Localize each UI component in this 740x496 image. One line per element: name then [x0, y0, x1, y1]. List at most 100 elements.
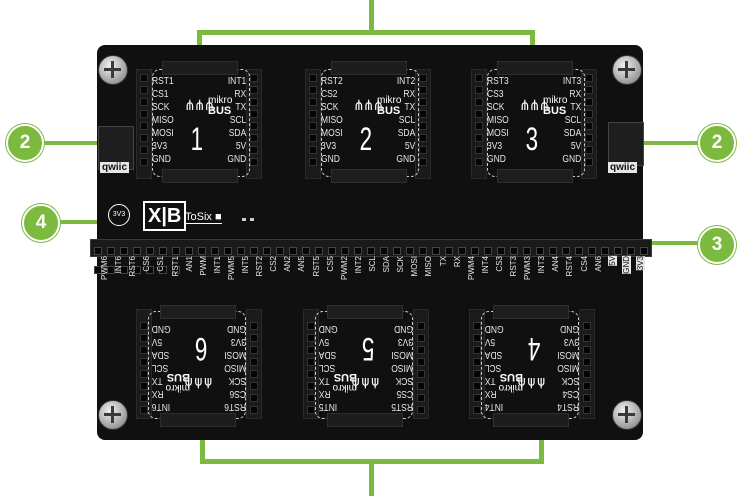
- socket-slot-bottom: [327, 305, 403, 319]
- pin-hole: [419, 146, 427, 154]
- pin-label: GND: [227, 154, 246, 165]
- pin-label: SCK: [561, 375, 579, 386]
- pin-hole: [473, 394, 481, 402]
- pin-hole: [307, 322, 315, 330]
- header-pin-label: RST4: [565, 256, 575, 277]
- callout-2-right: 2: [698, 124, 736, 162]
- header-pin: [133, 266, 141, 274]
- header-pin: [588, 247, 596, 255]
- header-pin-label: RX: [452, 256, 462, 268]
- pin-label: CS6: [229, 388, 246, 399]
- pin-hole: [250, 322, 258, 330]
- pin-label: GND: [487, 154, 506, 165]
- callout-line-bottom-stem: [369, 462, 374, 496]
- pin-hole: [250, 110, 258, 118]
- pin-hole: [140, 146, 148, 154]
- pin-hole: [307, 406, 315, 414]
- pin-label: MISO: [152, 115, 174, 126]
- socket-slot-top: [497, 61, 573, 75]
- pin-label: MISO: [321, 115, 343, 126]
- header-pin: [432, 247, 440, 255]
- qwiic-connector-right[interactable]: [608, 122, 644, 166]
- pin-label: SDA: [152, 349, 170, 360]
- pin-label: INT1: [227, 76, 246, 87]
- mikrobus-logo-text: mikro: [498, 382, 523, 393]
- pin-label: 5V: [570, 141, 581, 152]
- voltage-3v3-icon: 3V3: [108, 204, 130, 226]
- header-pin: [419, 247, 427, 255]
- pin-header[interactable]: [90, 239, 652, 274]
- header-pin-label: AN6: [593, 256, 603, 272]
- pin-label: MISO: [391, 362, 413, 373]
- pin-hole: [585, 122, 593, 130]
- pin-hole: [140, 358, 148, 366]
- pin-hole: [140, 406, 148, 414]
- pin-hole: [475, 98, 483, 106]
- header-pin: [107, 266, 115, 274]
- mikrobus-logo-bus: BUS: [166, 371, 190, 383]
- header-pin-label: INT4: [480, 256, 490, 274]
- pin-label: SCK: [228, 375, 246, 386]
- header-pin-label: PWM5: [226, 256, 236, 280]
- pin-hole: [307, 370, 315, 378]
- xb-logo: X|B ToSix ■: [143, 201, 222, 231]
- pin-hole: [140, 346, 148, 354]
- header-pin: [315, 247, 323, 255]
- header-pin-label: INT3: [537, 256, 547, 274]
- pin-hole: [250, 394, 258, 402]
- pin-label: SCL: [564, 115, 581, 126]
- pin-label: 3V3: [230, 336, 246, 347]
- pin-label: SDA: [397, 128, 415, 139]
- pin-hole: [309, 86, 317, 94]
- callout-line-top-stem: [369, 0, 374, 34]
- pin-label: 5V: [319, 336, 330, 347]
- pin-hole: [250, 86, 258, 94]
- pin-hole: [307, 382, 315, 390]
- pin-hole: [140, 322, 148, 330]
- pin-hole: [473, 370, 481, 378]
- pin-hole: [475, 110, 483, 118]
- header-pin: [302, 247, 310, 255]
- pin-label: 3V3: [563, 336, 579, 347]
- header-pin-label: INT1: [212, 256, 222, 274]
- mikrobus-icon: ⋔⋔⋔: [353, 97, 384, 113]
- header-pin: [185, 247, 193, 255]
- header-pin-label: PWM2: [339, 256, 349, 280]
- callout-line-3: [650, 241, 712, 245]
- pin-hole: [250, 74, 258, 82]
- pin-label: SDA: [228, 128, 246, 139]
- pin-hole: [419, 74, 427, 82]
- pin-hole: [473, 334, 481, 342]
- screw-icon-top-right: [612, 55, 642, 85]
- pin-hole: [419, 158, 427, 166]
- pin-label: SDA: [485, 349, 503, 360]
- header-pin-label: PWM4: [466, 256, 476, 280]
- pin-label: GND: [152, 154, 171, 165]
- pin-hole: [417, 382, 425, 390]
- callout-line-top-bar: [197, 30, 535, 35]
- pin-strip-left: [305, 69, 321, 179]
- header-pin-label: CS5: [325, 256, 335, 272]
- header-pin: [120, 266, 128, 274]
- pin-hole: [585, 98, 593, 106]
- header-pin: [380, 247, 388, 255]
- pin-hole: [417, 406, 425, 414]
- pin-label: GND: [227, 323, 246, 334]
- header-pin: [549, 247, 557, 255]
- pin-hole: [250, 370, 258, 378]
- socket-slot-bottom: [493, 305, 569, 319]
- header-pin: [120, 247, 128, 255]
- qwiic-label-left: qwiic: [100, 162, 130, 173]
- pin-hole: [250, 382, 258, 390]
